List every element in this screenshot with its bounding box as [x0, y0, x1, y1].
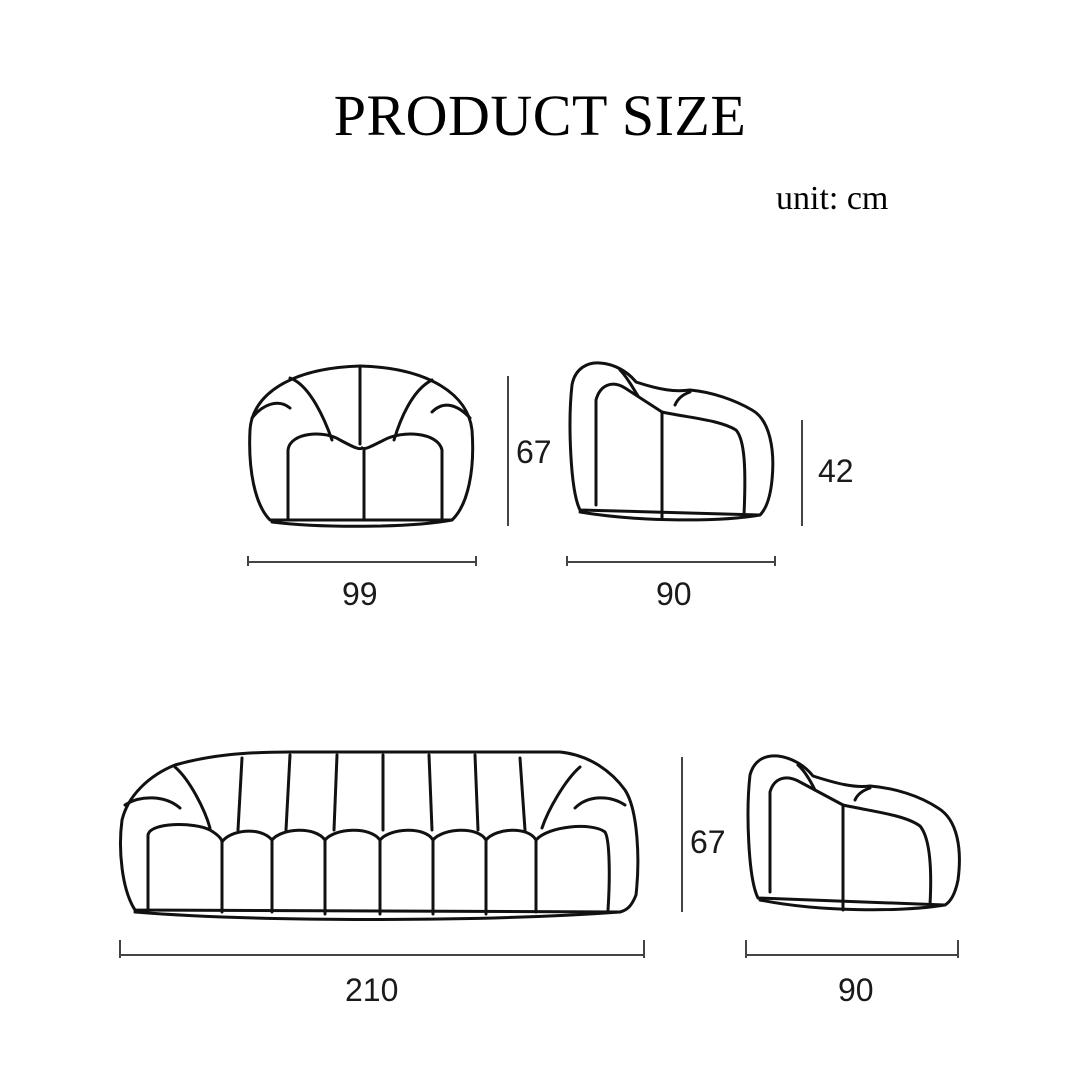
chair-width-label: 99	[342, 576, 378, 612]
page-title: PRODUCT SIZE	[333, 83, 747, 148]
sofa-width-label: 210	[345, 972, 399, 1008]
sofa-depth-label: 90	[838, 972, 874, 1008]
sofa-front-drawing	[119, 750, 640, 921]
armchair-side-drawing	[568, 361, 775, 522]
sofa-height-label: 67	[690, 824, 726, 860]
chair-height-label: 67	[516, 434, 552, 470]
seat-height-label: 42	[818, 453, 854, 489]
sofa-side-drawing	[746, 754, 961, 912]
unit-label: unit: cm	[776, 180, 889, 217]
armchair-front-drawing	[248, 364, 475, 528]
chair-depth-label: 90	[656, 576, 692, 612]
